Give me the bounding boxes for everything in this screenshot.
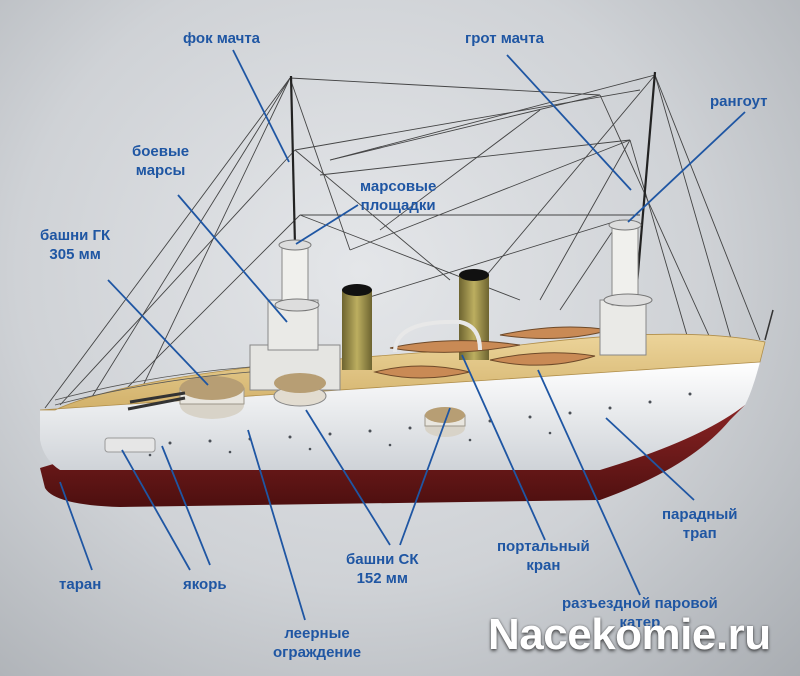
label-grot-machta: грот мачта (465, 30, 544, 47)
watermark: Nacekomie.ru (488, 610, 771, 659)
bow-detail (54, 366, 251, 406)
label-taran: таран (59, 576, 102, 593)
secondary-turret (424, 407, 466, 437)
aft-superstructure (599, 219, 653, 356)
label-yakor: якорь (183, 576, 227, 593)
anchor-area (104, 437, 156, 453)
main-turret-forward (127, 376, 245, 419)
boats (373, 319, 611, 379)
label-fok-machta: фок мачта (183, 30, 261, 47)
hull-white (40, 362, 760, 470)
label-rangout: рангоут (710, 93, 768, 110)
forward-superstructure (249, 239, 341, 407)
rigging (44, 74, 761, 409)
pointer-lines (59, 49, 746, 621)
